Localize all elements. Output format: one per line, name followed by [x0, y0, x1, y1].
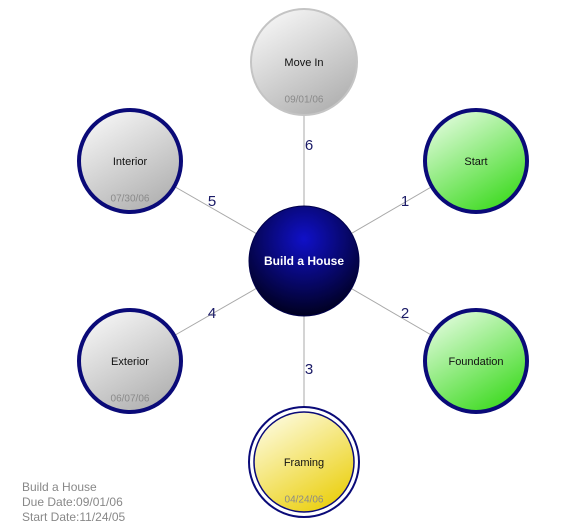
- node-title-start: Start: [464, 156, 487, 168]
- node-title-exterior: Exterior: [111, 356, 149, 368]
- due-date: Due Date:09/01/06: [22, 495, 123, 509]
- task-node-start[interactable]: Start: [423, 108, 529, 214]
- project-summary: Build a House Due Date:09/01/06 Start Da…: [22, 480, 125, 525]
- node-date-framing: 04/24/06: [285, 495, 324, 506]
- node-date-interior: 07/30/06: [111, 194, 150, 205]
- node-circle: [77, 308, 183, 414]
- center-circle: [248, 205, 360, 317]
- node-title-move-in: Move In: [284, 57, 323, 69]
- node-circle: [423, 108, 529, 214]
- node-title-framing: Framing: [284, 457, 324, 469]
- node-title-foundation: Foundation: [448, 356, 503, 368]
- task-node-move-in[interactable]: Move In 09/01/06: [250, 8, 358, 116]
- node-title-interior: Interior: [113, 156, 148, 168]
- node-date-exterior: 06/07/06: [111, 394, 150, 405]
- node-circle: [77, 108, 183, 214]
- task-node-exterior[interactable]: Exterior 06/07/06: [77, 308, 183, 414]
- node-circle: [423, 308, 529, 414]
- sequence-label-interior: 5: [208, 193, 216, 210]
- sequence-label-move-in: 6: [305, 137, 313, 154]
- start-date: Start Date:11/24/05: [22, 510, 126, 524]
- sequence-label-foundation: 2: [401, 305, 409, 322]
- node-date-move-in: 09/01/06: [285, 95, 324, 106]
- node-circle: [253, 411, 355, 513]
- center-title: Build a House: [264, 254, 344, 268]
- project-name: Build a House: [22, 480, 97, 494]
- sequence-label-exterior: 4: [208, 305, 216, 322]
- node-circle: [250, 8, 358, 116]
- task-node-foundation[interactable]: Foundation: [423, 308, 529, 414]
- center-node[interactable]: Build a House: [248, 205, 360, 317]
- task-node-framing[interactable]: Framing 04/24/06: [248, 406, 360, 518]
- task-node-interior[interactable]: Interior 07/30/06: [77, 108, 183, 214]
- sequence-label-start: 1: [401, 193, 409, 210]
- sequence-label-framing: 3: [305, 361, 313, 378]
